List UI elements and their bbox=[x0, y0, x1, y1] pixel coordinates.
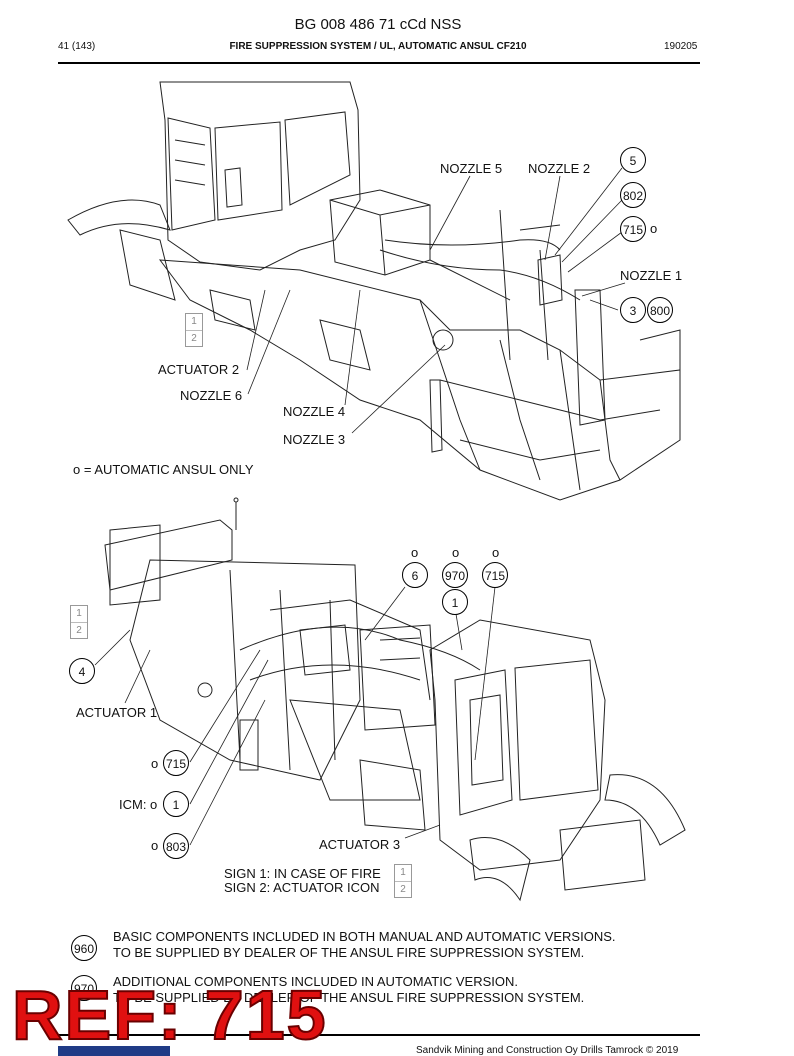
actuator-2-label: ACTUATOR 2 bbox=[158, 362, 240, 377]
actuator-3-label: ACTUATOR 3 bbox=[319, 837, 401, 852]
lower-machine-drawing bbox=[104, 497, 686, 902]
company-logo bbox=[58, 1046, 170, 1056]
callout-970: 970 bbox=[442, 562, 468, 588]
callout-5: 5 bbox=[620, 147, 646, 173]
sign-pair-upper: 1 2 bbox=[185, 313, 203, 347]
callout-803: 803 bbox=[163, 833, 189, 859]
sign-pair-lower: 1 2 bbox=[70, 605, 88, 639]
callout-6: 6 bbox=[402, 562, 428, 588]
legend-additional-line-1: ADDITIONAL COMPONENTS INCLUDED IN AUTOMA… bbox=[113, 974, 518, 989]
callout-4: 4 bbox=[69, 658, 95, 684]
legend-additional-line-2: TO BE SUPPLIED BY DEALER OF THE ANSUL FI… bbox=[113, 990, 585, 1005]
callout-1-top: 1 bbox=[442, 589, 468, 615]
document-number: BG 008 486 71 cCd NSS bbox=[294, 16, 462, 33]
sign-1-number: 1 bbox=[400, 867, 406, 878]
sign-2-number: 2 bbox=[186, 330, 202, 347]
nozzle-2-label: NOZZLE 2 bbox=[528, 161, 591, 176]
auto-mark-803: o bbox=[151, 838, 159, 853]
sign-pair-legend: 1 2 bbox=[394, 864, 412, 898]
auto-mark-970: o bbox=[452, 545, 460, 560]
auto-mark: o bbox=[650, 221, 658, 236]
legend-callout-960: 960 bbox=[71, 935, 97, 961]
callout-802: 802 bbox=[620, 182, 646, 208]
callout-3: 3 bbox=[620, 297, 646, 323]
callout-715-left: 715 bbox=[163, 750, 189, 776]
footer-copyright: Sandvik Mining and Construction Oy Drill… bbox=[416, 1045, 679, 1056]
sign-2-description: SIGN 2: ACTUATOR ICON bbox=[224, 880, 380, 895]
callout-1-left: 1 bbox=[163, 791, 189, 817]
callout-715-top: 715 bbox=[482, 562, 508, 588]
nozzle-6-label: NOZZLE 6 bbox=[180, 388, 243, 403]
nozzle-5-label: NOZZLE 5 bbox=[440, 161, 503, 176]
sign-2-number: 2 bbox=[71, 622, 87, 639]
auto-mark-715-left: o bbox=[151, 756, 159, 771]
nozzle-4-label: NOZZLE 4 bbox=[283, 404, 346, 419]
footer-rule bbox=[58, 1034, 700, 1036]
callout-800: 800 bbox=[647, 297, 673, 323]
header-rule bbox=[58, 62, 700, 64]
sign-1-number: 1 bbox=[76, 608, 82, 619]
automatic-only-note: o = AUTOMATIC ANSUL ONLY bbox=[73, 462, 254, 477]
auto-mark-715: o bbox=[492, 545, 500, 560]
auto-mark-6: o bbox=[411, 545, 419, 560]
page-number: 41 (143) bbox=[58, 41, 96, 52]
nozzle-1-label: NOZZLE 1 bbox=[620, 268, 683, 283]
callout-715: 715 bbox=[620, 216, 646, 242]
icm-label: ICM: o bbox=[119, 797, 158, 812]
lower-leader-lines bbox=[94, 586, 496, 846]
section-title: FIRE SUPPRESSION SYSTEM / UL, AUTOMATIC … bbox=[229, 41, 527, 52]
actuator-1-label: ACTUATOR 1 bbox=[76, 705, 158, 720]
nozzle-3-label: NOZZLE 3 bbox=[283, 432, 346, 447]
upper-leader-lines bbox=[246, 167, 626, 434]
upper-machine-drawing bbox=[67, 81, 681, 501]
date-code: 190205 bbox=[664, 41, 698, 52]
sign-1-number: 1 bbox=[191, 316, 197, 327]
sign-1-description: SIGN 1: IN CASE OF FIRE bbox=[224, 866, 381, 881]
legend-basic-line-2: TO BE SUPPLIED BY DEALER OF THE ANSUL FI… bbox=[113, 945, 585, 960]
legend-basic-line-1: BASIC COMPONENTS INCLUDED IN BOTH MANUAL… bbox=[113, 929, 616, 944]
legend-callout-970: 970 bbox=[71, 975, 97, 1001]
sign-2-number: 2 bbox=[395, 881, 411, 898]
ref-stamp: REF: 715 bbox=[11, 976, 328, 1054]
